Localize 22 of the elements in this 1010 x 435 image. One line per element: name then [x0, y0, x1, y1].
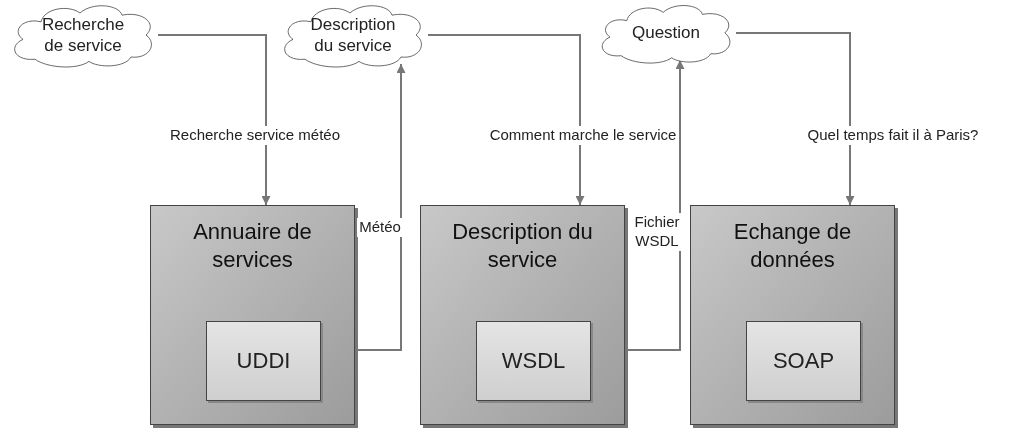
- edge-label: Comment marche le service: [487, 126, 679, 145]
- connector-arrow: [735, 32, 855, 206]
- connector-arrow: [157, 34, 271, 206]
- layer-box: [420, 205, 625, 425]
- layer-box: [150, 205, 355, 425]
- component-box: [206, 321, 321, 401]
- edge-label: Météo: [357, 218, 403, 237]
- layer-box: [690, 205, 895, 425]
- node-label: SOAP: [772, 347, 835, 375]
- node-label: Question: [631, 22, 700, 44]
- node-label: Echange de données: [732, 218, 853, 273]
- edge-label: Quel temps fait il à Paris?: [805, 126, 981, 145]
- node-label: Description du service: [451, 218, 594, 273]
- edge-label: Fichier WSDL: [632, 213, 682, 251]
- node-label: Recherche de service: [40, 13, 126, 57]
- node-label: UDDI: [236, 347, 291, 375]
- node-label: WSDL: [501, 347, 566, 375]
- connector-arrow: [427, 34, 585, 206]
- component-box: [476, 321, 591, 401]
- component-box: [746, 321, 861, 401]
- node-label: Description du service: [309, 13, 397, 57]
- node-label: Annuaire de services: [192, 218, 313, 273]
